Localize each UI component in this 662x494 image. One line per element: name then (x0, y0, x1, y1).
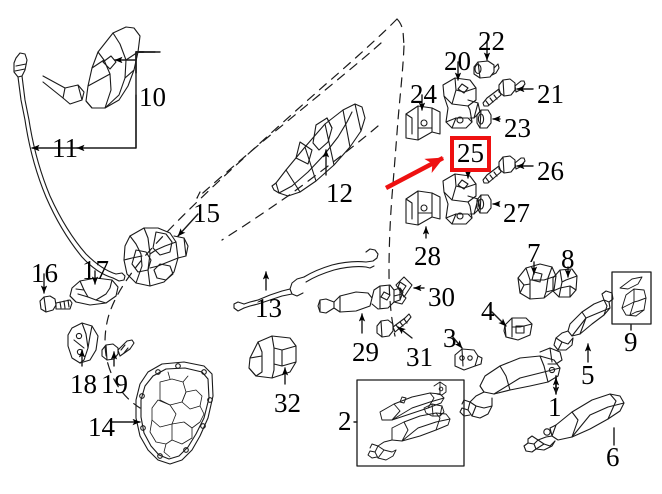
part-15-door-lock-actuator (123, 227, 189, 287)
callout-3: 3 (443, 323, 457, 353)
callout-21: 21 (537, 79, 564, 109)
part-1-exterior-door-handle (459, 347, 563, 419)
part-7-lock-cylinder-housing (517, 263, 557, 300)
callout-1: 1 (548, 392, 562, 422)
part-28-lower-hinge-shim (405, 190, 441, 226)
part-3-handle-end-cap-small (454, 348, 483, 371)
callout-15: 15 (193, 198, 220, 228)
callout-31: 31 (406, 342, 433, 372)
callout-12: 12 (326, 178, 353, 208)
callout-7: 7 (527, 238, 541, 268)
callout-16: 16 (31, 258, 58, 288)
part-23-hinge-bushing-upper (476, 109, 492, 129)
callout-10: 10 (139, 82, 166, 112)
part-20-upper-hinge (442, 77, 481, 129)
part-29-door-check-strap (317, 284, 407, 314)
callout-11: 11 (52, 133, 78, 163)
part-14-water-shield-panel (135, 361, 214, 465)
part-30-check-strap-gasket (395, 276, 413, 298)
part-17-retainer-clip-bracket (69, 277, 119, 306)
callout-25-highlighted: 25 (450, 136, 491, 172)
part-25-lower-hinge (442, 173, 481, 225)
part-6-handle-cover-trim (523, 393, 625, 453)
part-19-striker-bolt (101, 339, 135, 361)
highlight-red-arrow (384, 156, 445, 190)
callout-27: 27 (503, 198, 530, 228)
part-24-upper-hinge-shim (405, 105, 441, 141)
callout-8: 8 (561, 244, 575, 274)
callout-5: 5 (581, 360, 595, 390)
callout-6: 6 (606, 442, 620, 472)
part-26-hinge-bolt-lower (482, 155, 526, 184)
callout-18: 18 (70, 369, 97, 399)
part-4-handle-bracket-clip (503, 317, 533, 341)
callout-20: 20 (444, 46, 471, 76)
callout-9: 9 (624, 327, 638, 357)
callout-23: 23 (504, 113, 531, 143)
callout-4: 4 (481, 296, 495, 326)
part-16-screw (39, 295, 73, 313)
part-18-striker-plate (67, 322, 99, 364)
callout-14: 14 (88, 412, 115, 442)
callout-13: 13 (255, 293, 282, 323)
callout-19: 19 (101, 369, 128, 399)
callout-32: 32 (274, 388, 301, 418)
part-27-hinge-bushing-lower (476, 194, 492, 214)
part-2-handle-assembly-inset (356, 379, 465, 467)
callout-30: 30 (428, 282, 455, 312)
part-31-check-strap-bolt (376, 313, 412, 338)
callout-26: 26 (537, 156, 564, 186)
part-8-lock-cylinder-cap (552, 268, 578, 298)
part-10-inner-handle-bezel (42, 26, 141, 109)
part-21-hinge-bolt-upper (482, 78, 526, 107)
part-11-release-cable (13, 52, 126, 282)
part-5-handle-bracket-arm (553, 290, 614, 351)
part-9-key-cylinder-cover-inset (611, 271, 652, 325)
callout-28: 28 (414, 241, 441, 271)
part-22-hinge-pin-bushing (473, 60, 500, 79)
callout-24: 24 (410, 79, 437, 109)
part-32-door-stop-block (248, 335, 297, 379)
callout-17: 17 (82, 255, 109, 285)
part-13-lock-rod-cable (233, 248, 379, 312)
callout-2: 2 (338, 406, 352, 436)
callout-22: 22 (478, 26, 505, 56)
callout-29: 29 (352, 337, 379, 367)
